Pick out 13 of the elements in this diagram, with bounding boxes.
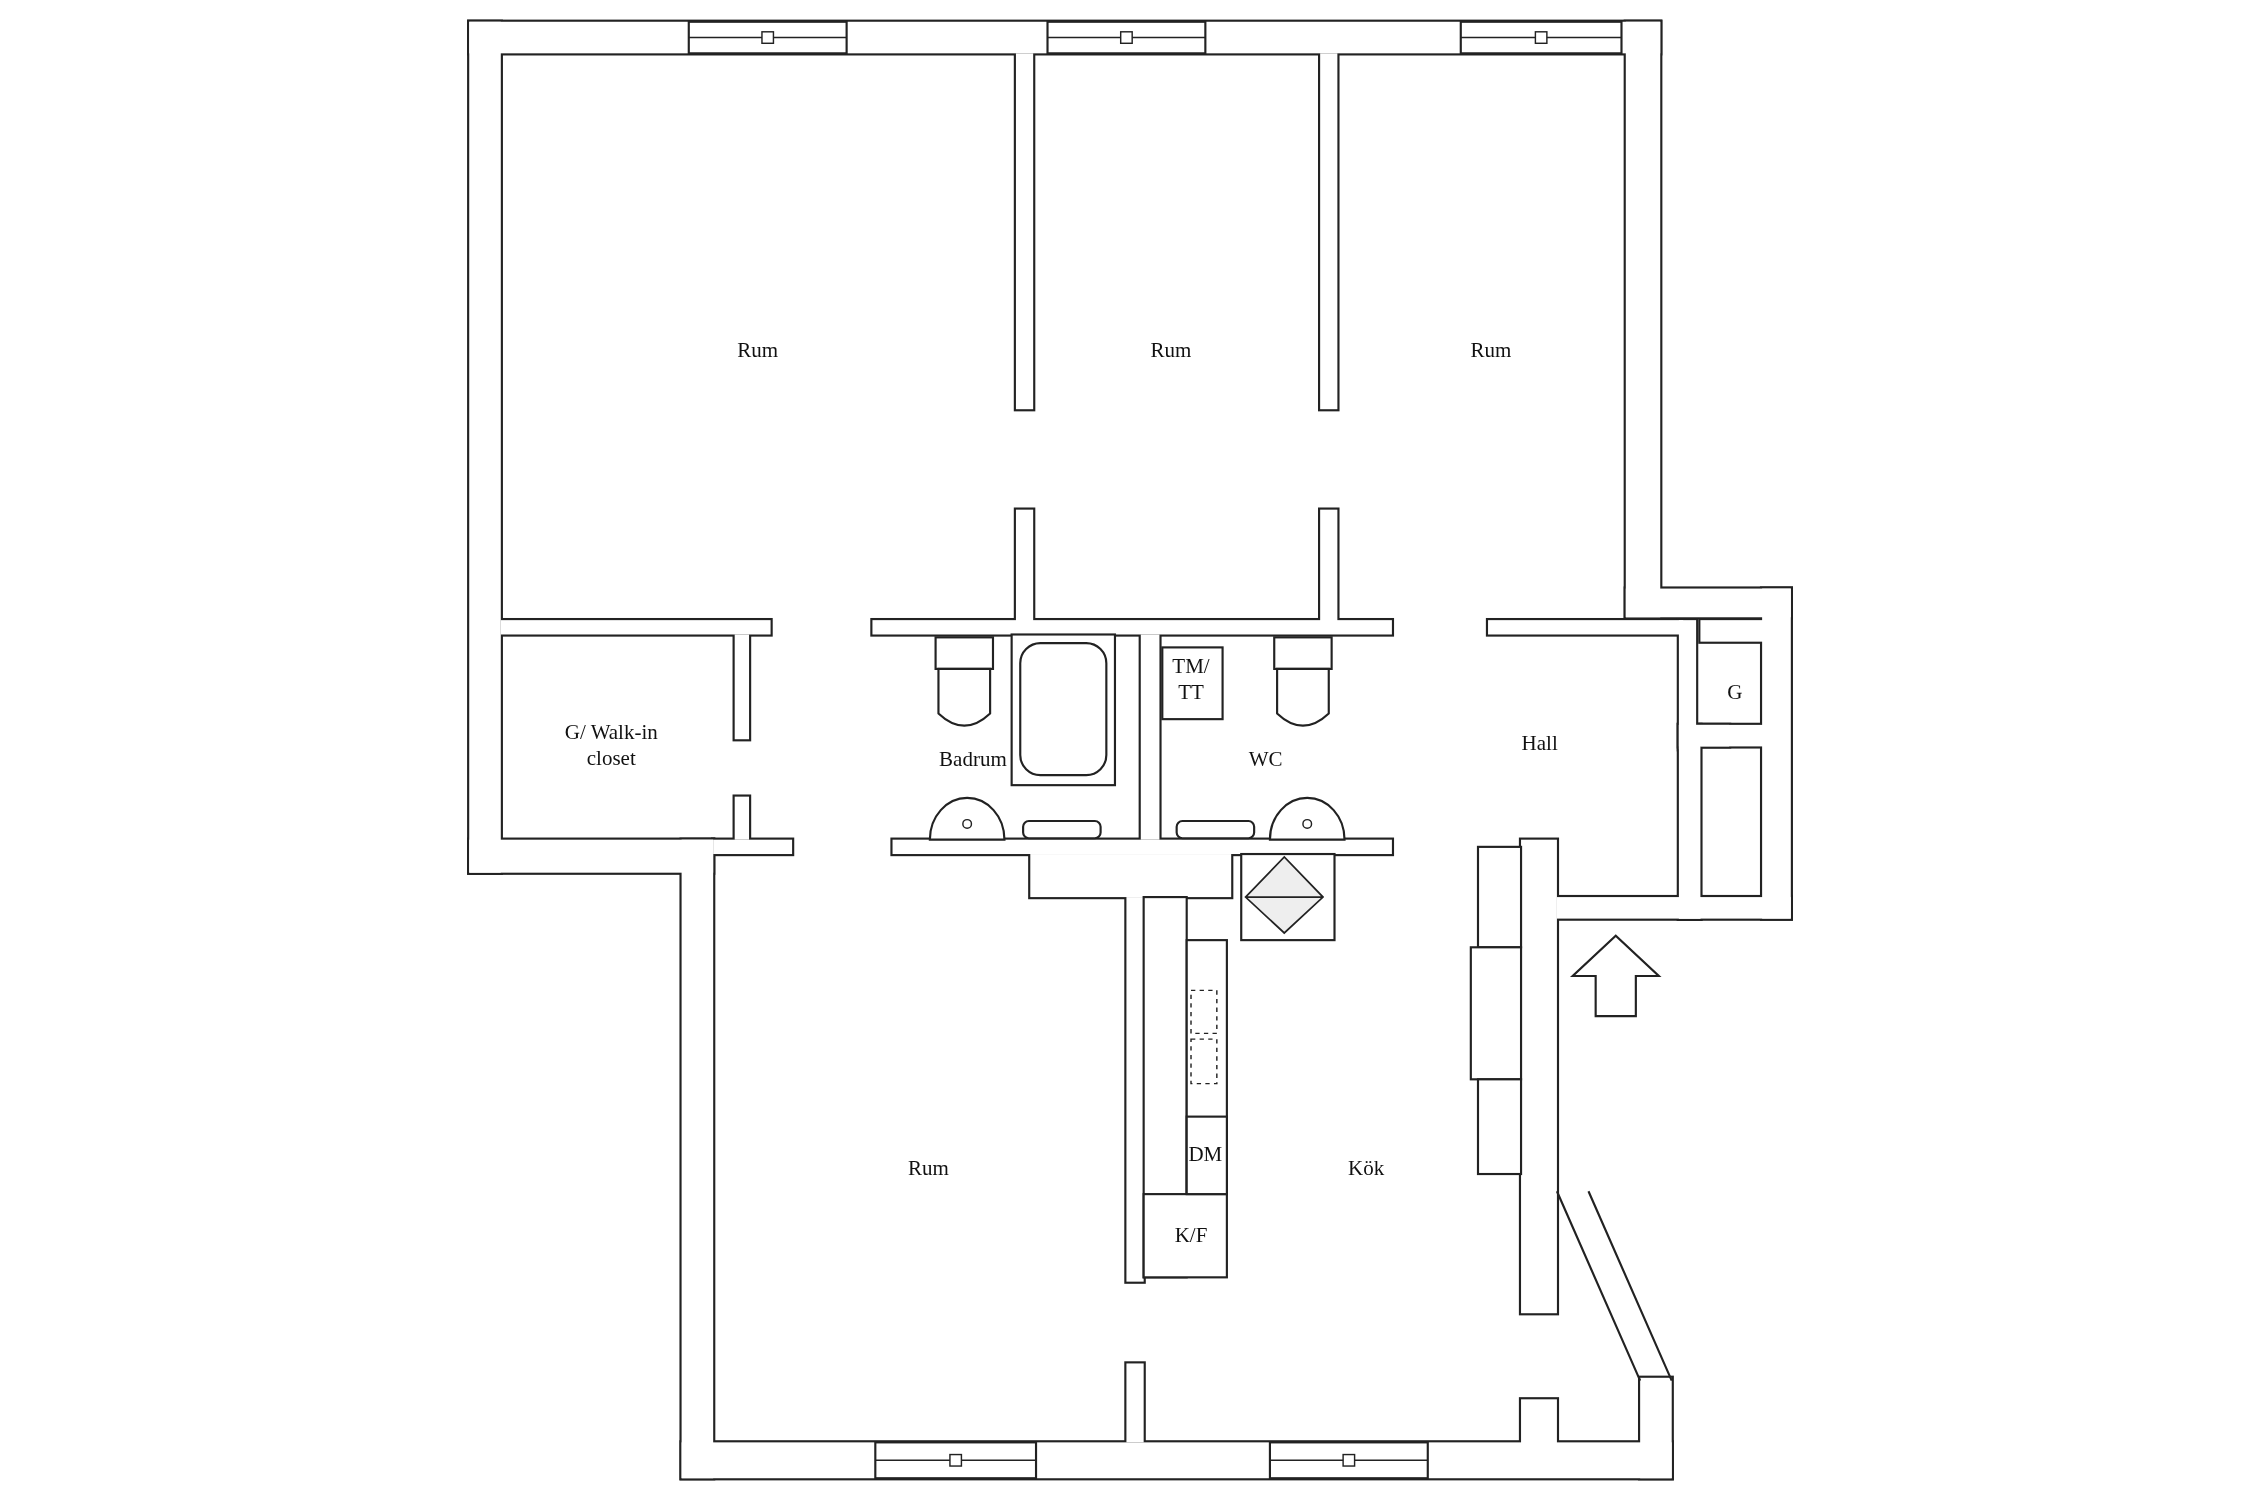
room-label: Hall	[1521, 730, 1558, 757]
room-label: Kök	[1348, 1154, 1385, 1182]
room-label: K/F	[1174, 1222, 1208, 1249]
room-label: G/ Walk-in closet	[563, 718, 659, 771]
room-label: Rum	[737, 337, 779, 364]
room-label: DM	[1188, 1140, 1223, 1167]
room-label: TM/ TT	[1171, 652, 1211, 705]
room-label: G	[1727, 678, 1743, 705]
room-label: Rum	[1150, 337, 1192, 364]
room-label: WC	[1248, 745, 1283, 773]
room-label: Badrum	[939, 745, 1007, 773]
room-label: Rum	[1470, 337, 1512, 364]
room-label: Rum	[908, 1154, 949, 1182]
